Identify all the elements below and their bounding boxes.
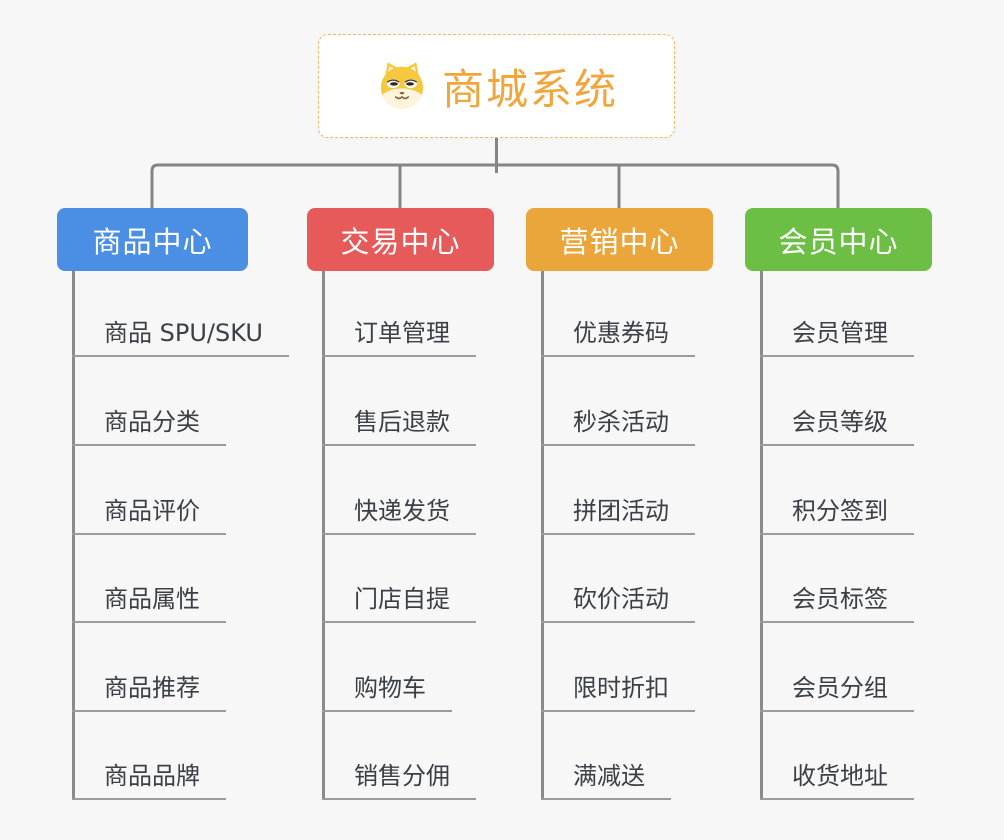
child-node[interactable]: 秒杀活动 xyxy=(541,406,695,446)
branch-spine-line xyxy=(72,271,75,800)
child-node[interactable]: 优惠券码 xyxy=(541,317,695,357)
branch-spine-line xyxy=(541,271,544,800)
branch-label: 营销中心 xyxy=(559,224,680,259)
branch-header-member-center[interactable]: 会员中心 xyxy=(745,208,932,271)
child-node[interactable]: 收货地址 xyxy=(760,760,914,800)
branch-header-trade-center[interactable]: 交易中心 xyxy=(307,208,494,271)
root-title: 商城系统 xyxy=(441,64,618,114)
child-node[interactable]: 购物车 xyxy=(322,672,452,712)
branch-spine-line xyxy=(322,271,325,800)
branch-header-marketing-center[interactable]: 营销中心 xyxy=(526,208,713,271)
child-node[interactable]: 商品品牌 xyxy=(72,760,226,800)
child-node[interactable]: 拼团活动 xyxy=(541,495,695,535)
child-node[interactable]: 订单管理 xyxy=(322,317,476,357)
root-node[interactable]: 商城系统 xyxy=(318,34,675,138)
child-node[interactable]: 限时折扣 xyxy=(541,672,695,712)
branch-label: 交易中心 xyxy=(340,224,461,259)
child-node[interactable]: 商品分类 xyxy=(72,406,226,446)
child-node[interactable]: 积分签到 xyxy=(760,495,914,535)
branch-label: 会员中心 xyxy=(778,224,899,259)
branch-header-product-center[interactable]: 商品中心 xyxy=(57,208,248,271)
child-node[interactable]: 会员管理 xyxy=(760,317,914,357)
child-node[interactable]: 商品属性 xyxy=(72,583,226,623)
child-node[interactable]: 商品 SPU/SKU xyxy=(72,317,289,357)
child-node[interactable]: 销售分佣 xyxy=(322,760,476,800)
child-node[interactable]: 会员分组 xyxy=(760,672,914,712)
child-node[interactable]: 商品推荐 xyxy=(72,672,226,712)
child-node[interactable]: 砍价活动 xyxy=(541,583,695,623)
child-node[interactable]: 会员等级 xyxy=(760,406,914,446)
child-node[interactable]: 商品评价 xyxy=(72,495,226,535)
child-node[interactable]: 门店自提 xyxy=(322,583,476,623)
child-node[interactable]: 会员标签 xyxy=(760,583,914,623)
child-node[interactable]: 满减送 xyxy=(541,760,671,800)
shiba-dog-icon xyxy=(380,62,424,109)
branch-label: 商品中心 xyxy=(92,224,213,259)
child-node[interactable]: 售后退款 xyxy=(322,406,476,446)
branch-spine-line xyxy=(760,271,763,800)
child-node[interactable]: 快递发货 xyxy=(322,495,476,535)
